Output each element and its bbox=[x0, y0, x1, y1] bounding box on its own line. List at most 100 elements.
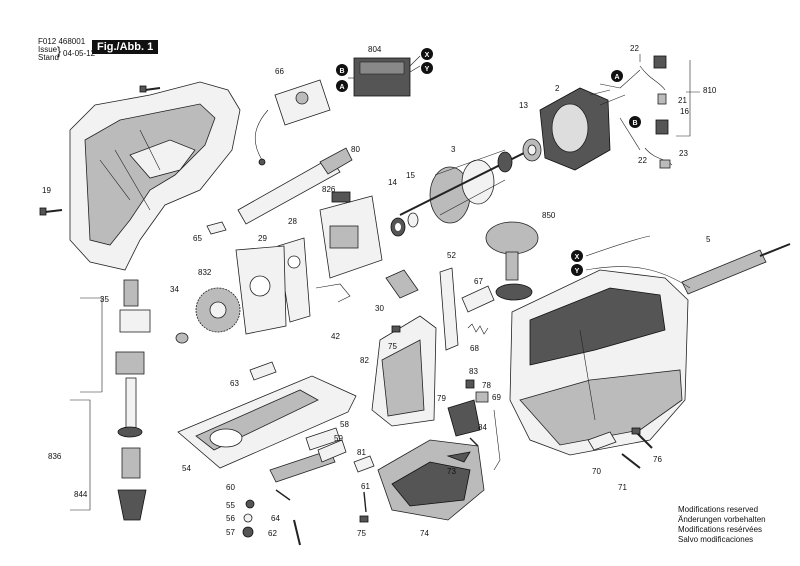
part-label-71: 71 bbox=[618, 483, 627, 492]
part-label-54: 54 bbox=[182, 464, 191, 473]
callout-b-switch: B bbox=[336, 64, 348, 76]
lever-70 bbox=[587, 431, 617, 451]
pin-61 bbox=[363, 491, 367, 513]
svg-text:A: A bbox=[339, 84, 344, 91]
part-label-73: 73 bbox=[447, 467, 456, 476]
modifications-notice: Modifications reserved Änderungen vorbeh… bbox=[678, 505, 766, 545]
housing-half bbox=[69, 81, 241, 271]
part-label-55: 55 bbox=[226, 501, 235, 510]
part-label-2: 2 bbox=[555, 84, 560, 93]
part-label-66: 66 bbox=[275, 67, 284, 76]
svg-text:B: B bbox=[339, 68, 344, 75]
part-label-14: 14 bbox=[388, 178, 397, 187]
notice-spanish: Salvo modificaciones bbox=[678, 535, 754, 544]
main-housing-shell bbox=[509, 269, 689, 456]
svg-text:Y: Y bbox=[575, 268, 580, 275]
part-label-56: 56 bbox=[226, 514, 235, 523]
part-label-844: 844 bbox=[74, 490, 88, 499]
part-label-29: 29 bbox=[258, 234, 267, 243]
part-label-81: 81 bbox=[357, 448, 366, 457]
washer-14 bbox=[390, 217, 406, 237]
callout-x-module: X bbox=[421, 48, 433, 60]
figure-label: Fig./Abb. 1 bbox=[92, 40, 159, 54]
lever-52 bbox=[439, 267, 459, 351]
part-label-64: 64 bbox=[271, 514, 280, 523]
knob-850 bbox=[485, 221, 539, 301]
pin-64 bbox=[275, 489, 291, 501]
part-label-13: 13 bbox=[519, 101, 528, 110]
clip-65 bbox=[206, 221, 227, 235]
screw-83 bbox=[465, 379, 475, 389]
part-label-15: 15 bbox=[406, 171, 415, 180]
part-label-61: 61 bbox=[361, 482, 370, 491]
part-label-60: 60 bbox=[226, 483, 235, 492]
part-label-42: 42 bbox=[331, 332, 340, 341]
bearing-plate-826 bbox=[319, 191, 383, 279]
part-label-22-top: 22 bbox=[630, 44, 639, 53]
blade-guard-82 bbox=[371, 315, 437, 427]
part-label-67: 67 bbox=[474, 277, 483, 286]
part-label-810: 810 bbox=[703, 86, 717, 95]
brace: } bbox=[57, 44, 62, 58]
part-label-19: 19 bbox=[42, 186, 51, 195]
wire-lead-x bbox=[585, 235, 651, 257]
part-label-57: 57 bbox=[226, 528, 235, 537]
roller-guide-assembly bbox=[115, 279, 151, 521]
blade-clamp-79 bbox=[447, 399, 481, 437]
washer-15 bbox=[407, 212, 419, 228]
part-label-62: 62 bbox=[268, 529, 277, 538]
part-label-74: 74 bbox=[420, 529, 429, 538]
part-label-3: 3 bbox=[451, 145, 456, 154]
svg-text:B: B bbox=[632, 120, 637, 127]
svg-text:X: X bbox=[425, 52, 430, 59]
notice-english: Modifications reserved bbox=[678, 505, 759, 514]
part-label-78: 78 bbox=[482, 381, 491, 390]
needle-bearing-34 bbox=[175, 332, 189, 344]
screw-62 bbox=[293, 519, 301, 546]
part-label-832: 832 bbox=[198, 268, 212, 277]
carbon-brush-holder-22 bbox=[639, 55, 667, 91]
part-label-69: 69 bbox=[492, 393, 501, 402]
clip-73 bbox=[446, 451, 471, 463]
screw-76 bbox=[631, 427, 653, 449]
issue-date: 04-05-12 bbox=[63, 49, 96, 58]
plate-insert-63 bbox=[249, 361, 277, 381]
wire-lead-y bbox=[585, 266, 691, 289]
part-label-80: 80 bbox=[351, 145, 360, 154]
part-label-65: 65 bbox=[193, 234, 202, 243]
part-label-5: 5 bbox=[706, 235, 711, 244]
screw-71 bbox=[621, 453, 641, 469]
part-label-70: 70 bbox=[592, 467, 601, 476]
notice-german: Änderungen vorbehalten bbox=[678, 515, 766, 524]
part-label-82: 82 bbox=[360, 356, 369, 365]
carbon-brush-holder-16 bbox=[655, 93, 669, 135]
counterweight-29 bbox=[235, 245, 287, 335]
electronic-module-804 bbox=[348, 55, 421, 97]
notice-french: Modifications resérvées bbox=[678, 525, 763, 534]
callout-b-field: B bbox=[629, 116, 641, 128]
part-label-76: 76 bbox=[653, 455, 662, 464]
bracket-lines bbox=[70, 297, 103, 511]
bracket-59 bbox=[317, 439, 347, 463]
spring-clip-42 bbox=[315, 283, 351, 303]
bracket-58 bbox=[305, 427, 341, 451]
part-label-35: 35 bbox=[100, 295, 109, 304]
part-label-30: 30 bbox=[375, 304, 384, 313]
sleeve-81 bbox=[353, 455, 375, 473]
part-label-52: 52 bbox=[447, 251, 456, 260]
guide-plate-28 bbox=[277, 237, 311, 323]
part-label-58: 58 bbox=[340, 420, 349, 429]
svg-text:A: A bbox=[614, 74, 619, 81]
part-label-83: 83 bbox=[469, 367, 478, 376]
callout-y-housing: Y bbox=[571, 264, 583, 276]
part-label-34: 34 bbox=[170, 285, 179, 294]
svg-text:X: X bbox=[575, 254, 580, 261]
guide-69 bbox=[493, 409, 501, 471]
part-label-21: 21 bbox=[678, 96, 687, 105]
part-label-850: 850 bbox=[542, 211, 556, 220]
part-label-836: 836 bbox=[48, 452, 62, 461]
power-cord-5 bbox=[681, 243, 791, 295]
part-label-22-bottom: 22 bbox=[638, 156, 647, 165]
armature-3 bbox=[399, 149, 531, 224]
